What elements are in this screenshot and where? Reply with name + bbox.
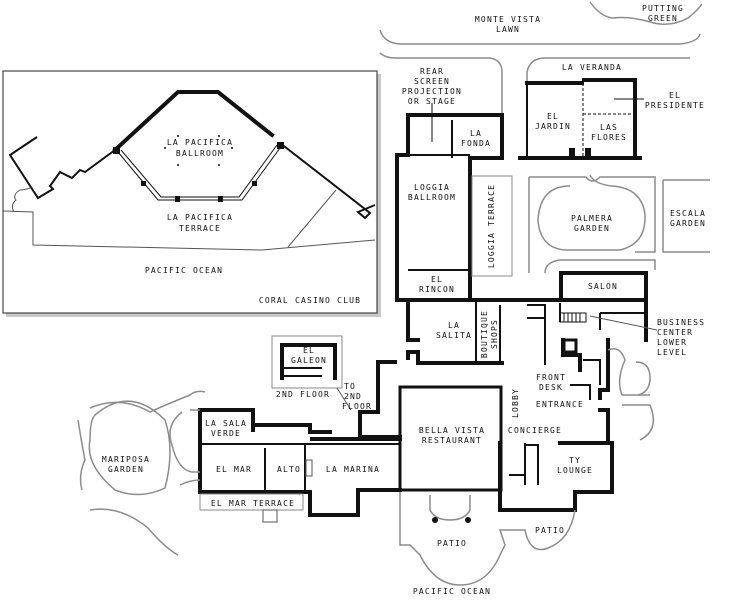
north-east-wing: EL JARDIN LAS FLORES EL PRESIDENTE [518, 78, 705, 160]
putting-green-edge [589, 1, 703, 25]
label-putting-green-2: GREEN [648, 14, 678, 23]
top-lawns: MONTE VISTA LAWN PUTTING GREEN LA VERAND… [379, 1, 703, 115]
coral-casino-inset: LA PACIFICA BALLROOM LA PACIFICA TERRACE… [2, 70, 381, 317]
label-el-jardin-2: JARDIN [535, 122, 571, 131]
label-coral-casino-club: CORAL CASINO CLUB [259, 296, 361, 305]
la-pacifica-terrace-edge [2, 210, 376, 251]
label-monte-vista-lawn-1: MONTE VISTA [475, 15, 541, 24]
central-gardens: PALMERA GARDEN ESCALA GARDEN [528, 174, 710, 274]
inset-east-wall [279, 142, 376, 220]
label-la-marina: LA MARINA [326, 465, 380, 474]
west-wing: LA SALA VERDE EL MAR ALTO LA MARINA EL M… [198, 408, 402, 523]
label-shops: SHOPS [490, 319, 499, 349]
inset-frame [2, 70, 378, 314]
label-las-flores-1: LAS [600, 123, 618, 132]
mariposa-garden-edge [88, 400, 171, 496]
el-galeon-inset: EL GALEON 2ND FLOOR TO 2ND FLOOR [271, 335, 372, 411]
label-la-fonda-1: LA [470, 129, 482, 138]
inset-west-wall [8, 136, 116, 200]
label-front-desk-1: FRONT [536, 373, 566, 382]
label-loggia-ballroom-1: LOGGIA [414, 183, 450, 192]
la-pacifica-ballroom-wall [112, 90, 275, 153]
label-la-pacifica-ballroom-1: LA PACIFICA [167, 138, 233, 147]
label-la-pacifica-ballroom-2: BALLROOM [176, 149, 224, 158]
loggia-terrace-outline [471, 175, 513, 277]
label-bella-vista-2: RESTAURANT [422, 436, 482, 445]
label-el-mar: EL MAR [216, 465, 252, 474]
label-mariposa-garden-1: MARIPOSA [102, 455, 150, 464]
bella-vista-wing: BELLA VISTA RESTAURANT TY LOUNGE PATIO P… [398, 385, 614, 596]
salon-wing: SALON BUSINESS CENTER LOWER LEVEL [559, 271, 705, 357]
label-ty-lounge-2: LOUNGE [557, 466, 593, 475]
label-patio-small: PATIO [535, 526, 565, 535]
label-bella-vista-1: BELLA VISTA [419, 426, 485, 435]
label-pacific-ocean: PACIFIC OCEAN [413, 587, 491, 596]
label-escala-garden-1: ESCALA [670, 209, 706, 218]
label-entrance: ENTRANCE [536, 400, 584, 409]
escala-garden-edge [662, 179, 710, 253]
label-to-second-floor-3: FLOOR [342, 402, 372, 411]
label-palmera-garden-1: PALMERA [571, 214, 613, 223]
el-mar-terrace-outline [199, 493, 304, 511]
label-patio-main: PATIO [437, 539, 467, 548]
label-loggia-terrace: LOGGIA TERRACE [487, 184, 496, 268]
ballroom-glass-wall [117, 147, 281, 201]
label-rear-screen-4: OR STAGE [408, 97, 456, 106]
label-salon: SALON [588, 282, 618, 291]
label-boutique: BOUTIQUE [480, 310, 489, 358]
west-corridor [251, 350, 410, 441]
business-center-leader [589, 315, 658, 331]
label-mariposa-garden-2: GARDEN [108, 465, 144, 474]
label-las-flores-2: FLORES [591, 133, 627, 142]
patio-edge [399, 490, 576, 586]
label-palmera-garden-2: GARDEN [574, 224, 610, 233]
label-la-sala-verde-1: LA SALA [205, 419, 247, 428]
lobby-area: FRONT DESK ENTRANCE LOBBY CONCIERGE [508, 338, 655, 442]
label-business-center-1: BUSINESS [657, 318, 705, 327]
label-concierge: CONCIERGE [508, 426, 562, 435]
label-el-presidente-1: EL [669, 91, 681, 100]
label-la-sala-verde-2: VERDE [211, 429, 241, 438]
label-second-floor: 2ND FLOOR [276, 390, 330, 399]
label-la-veranda: LA VERANDA [562, 63, 622, 72]
label-el-rincon-2: RINCON [419, 285, 455, 294]
label-el-jardin-1: EL [547, 112, 559, 121]
label-inset-pacific-ocean: PACIFIC OCEAN [145, 266, 223, 275]
label-business-center-3: LOWER [657, 338, 687, 347]
palmera-garden-edge [537, 174, 646, 251]
monte-vista-lawn-edge [379, 29, 701, 45]
label-putting-green-1: PUTTING [642, 4, 684, 13]
loggia-wing: REAR SCREEN PROJECTION OR STAGE LA FONDA… [395, 67, 513, 302]
stairs-icon [559, 312, 587, 323]
label-lobby: LOBBY [511, 388, 520, 418]
label-la-salita-1: LA [448, 321, 460, 330]
label-la-pacifica-terrace-2: TERRACE [179, 224, 221, 233]
label-el-galeon-1: EL [303, 346, 315, 355]
label-rear-screen-3: PROJECTION [402, 87, 462, 96]
label-business-center-4: LEVEL [657, 348, 687, 357]
label-la-salita-2: SALITA [436, 331, 472, 340]
label-alto: ALTO [277, 465, 301, 474]
label-to-second-floor-1: TO [344, 382, 356, 391]
salita-wing: LA SALITA BOUTIQUE SHOPS [406, 298, 563, 365]
label-to-second-floor-2: 2ND [344, 392, 362, 401]
label-el-rincon-1: EL [431, 275, 443, 284]
label-rear-screen-1: REAR [420, 67, 444, 76]
label-monte-vista-lawn-2: LAWN [496, 25, 520, 34]
label-la-fonda-2: FONDA [461, 139, 491, 148]
label-el-mar-terrace: EL MAR TERRACE [211, 499, 295, 508]
label-loggia-ballroom-2: BALLROOM [408, 193, 456, 202]
label-rear-screen-2: SCREEN [414, 77, 450, 86]
label-business-center-2: CENTER [657, 328, 693, 337]
label-ty-lounge-1: TY [569, 456, 581, 465]
label-la-pacifica-terrace-1: LA PACIFICA [167, 213, 233, 222]
mariposa-garden-area: MARIPOSA GARDEN [77, 390, 206, 556]
label-front-desk-2: DESK [539, 383, 563, 392]
label-el-galeon-2: GALEON [291, 356, 327, 365]
label-el-presidente-2: PRESIDENTE [645, 101, 705, 110]
label-escala-garden-2: GARDEN [670, 219, 706, 228]
